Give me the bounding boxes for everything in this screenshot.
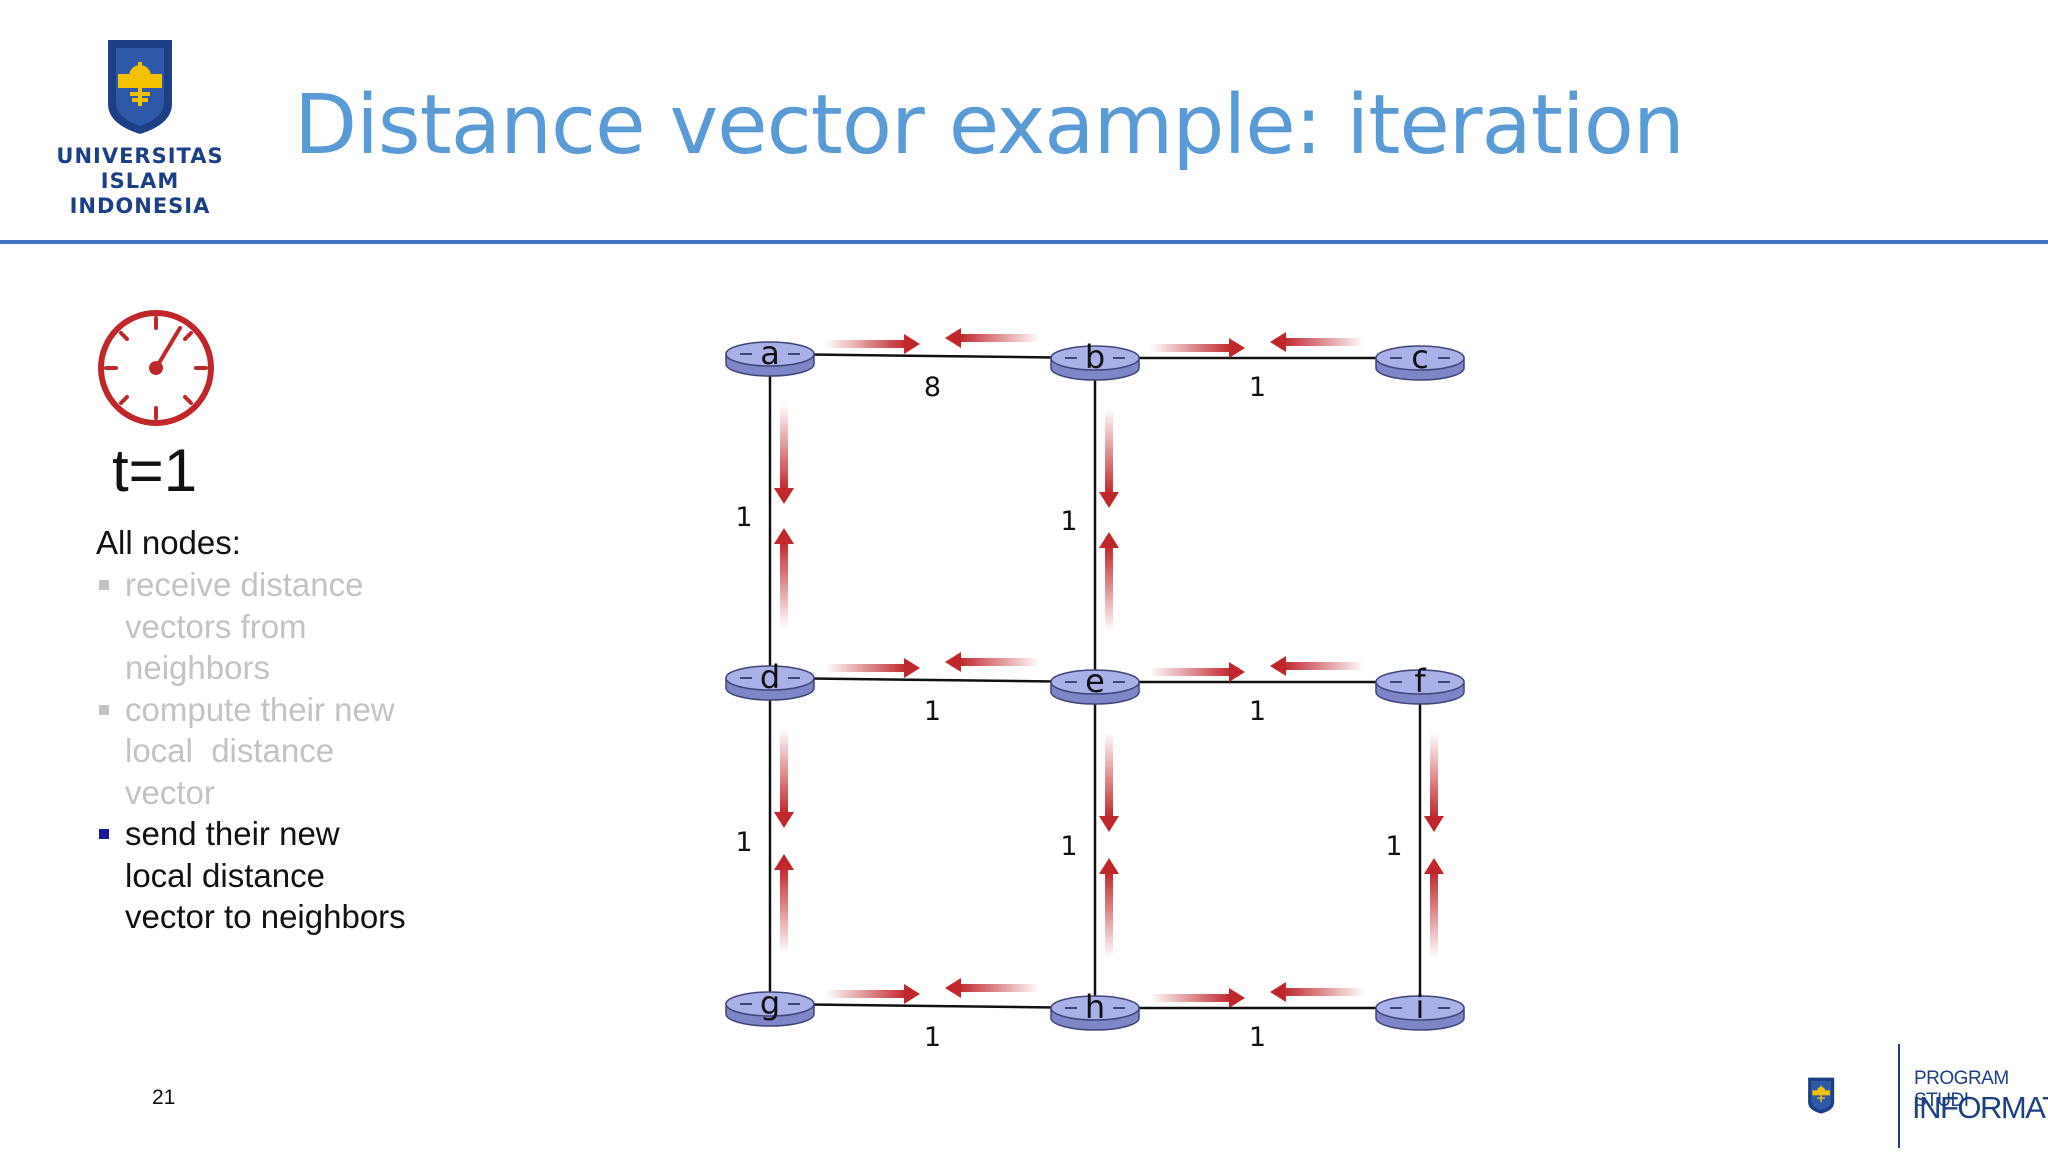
message-arrow-right [1150, 988, 1245, 1008]
router-label: f [1414, 662, 1426, 700]
bullet-line: receive distance [125, 566, 364, 603]
message-arrow-left [945, 328, 1040, 348]
network-diagram: 8 1 1 1 1 1 1 1 1 1 1 a b c d e f g h i [725, 328, 1465, 1053]
slide-title: Distance vector example: iteration [294, 78, 1685, 173]
message-arrow-down [1424, 732, 1444, 832]
link-cost-label: 1 [735, 502, 752, 533]
time-step-label: t=1 [112, 437, 198, 504]
message-arrow-right [1150, 662, 1245, 682]
message-arrow-left [1270, 656, 1365, 676]
university-name-line: ISLAM [100, 169, 180, 193]
message-arrow-down [774, 404, 794, 504]
router-label: b [1085, 338, 1105, 376]
message-arrow-right [825, 334, 920, 354]
router-node-b: b [1050, 338, 1140, 381]
link-cost-label: 1 [924, 696, 941, 727]
message-arrow-left [1270, 332, 1365, 352]
router-node-h: h [1050, 988, 1140, 1031]
program-label: PROGRAM STUDI [1914, 1068, 2009, 1111]
link-cost-label: 1 [1249, 696, 1266, 727]
bullet-line: local distance [125, 856, 325, 894]
link-cost-label: 8 [924, 372, 941, 403]
link-cost-label: 1 [735, 827, 752, 858]
bullet-line: compute their new [125, 690, 395, 728]
link-cost-label: 1 [1060, 831, 1077, 862]
bullet-square-icon [99, 704, 109, 715]
list-item: compute their new local distance vector [96, 689, 476, 814]
link-d-e [769, 676, 1096, 684]
router-label: g [760, 984, 780, 1022]
router-label: d [760, 658, 780, 696]
message-arrow-down [1099, 732, 1119, 832]
university-shield-icon [108, 40, 172, 134]
message-arrow-up [1099, 532, 1119, 632]
link-a-b [769, 352, 1096, 360]
university-name-line: UNIVERSITAS [56, 144, 224, 168]
bullet-line: vector [125, 773, 215, 811]
router-node-a: a [725, 334, 815, 377]
link-cost-label: 1 [1249, 1022, 1266, 1053]
title-divider [0, 240, 2048, 244]
university-logo: UNIVERSITAS ISLAM INDONESIA [40, 34, 240, 219]
message-arrow-down [1099, 408, 1119, 508]
router-node-d: d [725, 658, 815, 701]
bullet-line: send their new [125, 815, 340, 852]
steps-heading: All nodes: [96, 524, 241, 561]
logo-separator [1898, 1044, 1900, 1148]
bullet-square-icon [99, 829, 109, 839]
message-arrow-down [774, 728, 794, 828]
router-label: e [1085, 662, 1105, 700]
router-label: i [1416, 988, 1425, 1026]
router-node-f: f [1375, 662, 1465, 705]
bullet-line: neighbors [125, 649, 270, 686]
message-arrow-up [774, 854, 794, 954]
link-cost-label: 1 [1385, 831, 1402, 862]
router-node-c: c [1375, 338, 1465, 381]
bullet-line: vector to neighbors [125, 898, 406, 935]
algorithm-steps: All nodes: receive distance vectors from… [96, 522, 476, 938]
list-item: send their new local distance vector to … [96, 813, 476, 938]
router-node-e: e [1050, 662, 1140, 705]
message-arrow-up [774, 528, 794, 628]
bullet-line: local distance [125, 732, 335, 769]
page-number: 21 [152, 1086, 176, 1109]
university-name-line: INDONESIA [69, 194, 211, 218]
router-label: c [1411, 338, 1429, 376]
message-arrow-up [1099, 858, 1119, 958]
router-node-g: g [725, 984, 815, 1027]
message-arrow-up [1424, 858, 1444, 958]
message-arrow-left [945, 978, 1040, 998]
message-arrow-right [825, 984, 920, 1004]
message-arrow-right [825, 658, 920, 678]
program-logo [1808, 1077, 1835, 1114]
bullet-line: vectors from [125, 607, 307, 645]
link-cost-label: 1 [1060, 506, 1077, 537]
router-label: h [1085, 988, 1105, 1026]
link-cost-label: 1 [1249, 372, 1266, 403]
router-label: a [760, 334, 780, 372]
program-name: INFORMATIKA [1912, 1090, 2048, 1125]
message-arrow-left [945, 652, 1040, 672]
message-arrow-right [1150, 338, 1245, 358]
message-arrow-left [1270, 982, 1365, 1002]
router-node-i: i [1375, 988, 1465, 1031]
list-item: receive distance vectors from neighbors [96, 564, 476, 689]
link-g-h [769, 1002, 1096, 1010]
clock-icon [98, 310, 214, 426]
bullet-square-icon [99, 580, 109, 590]
link-cost-label: 1 [924, 1022, 941, 1053]
